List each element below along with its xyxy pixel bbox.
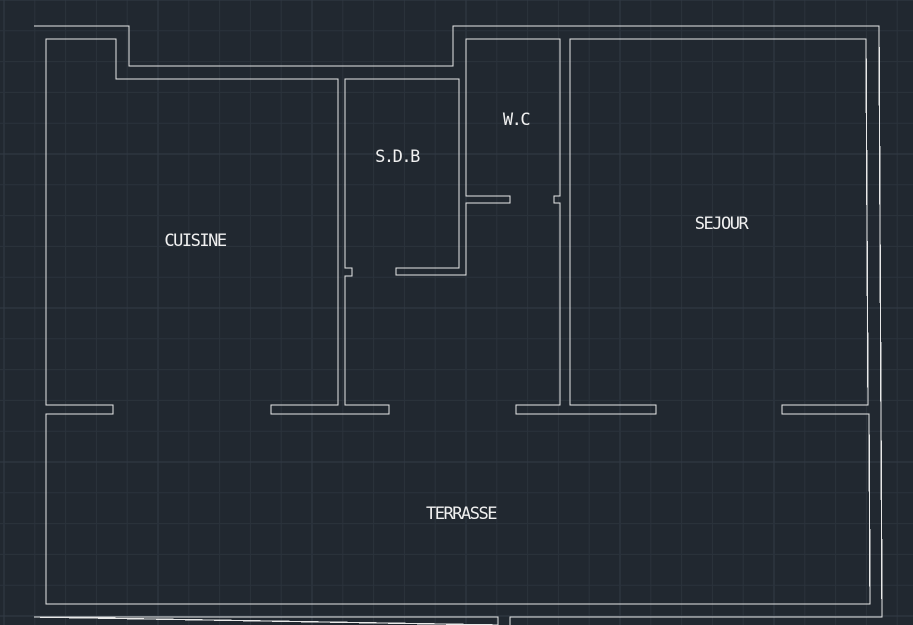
room-label-wc: W.C xyxy=(503,110,529,130)
outer-wall-outline xyxy=(33,25,883,625)
inner-wall-outline-upper xyxy=(45,38,871,605)
room-label-terrasse: TERRASSE xyxy=(426,504,497,524)
room-label-sdb: S.D.B xyxy=(375,147,420,167)
room-labels: CUISINE S.D.B W.C SEJOUR TERRASSE xyxy=(164,110,751,524)
room-label-cuisine: CUISINE xyxy=(164,231,226,251)
outer-walls xyxy=(33,25,883,625)
room-label-sejour: SEJOUR xyxy=(695,214,750,234)
